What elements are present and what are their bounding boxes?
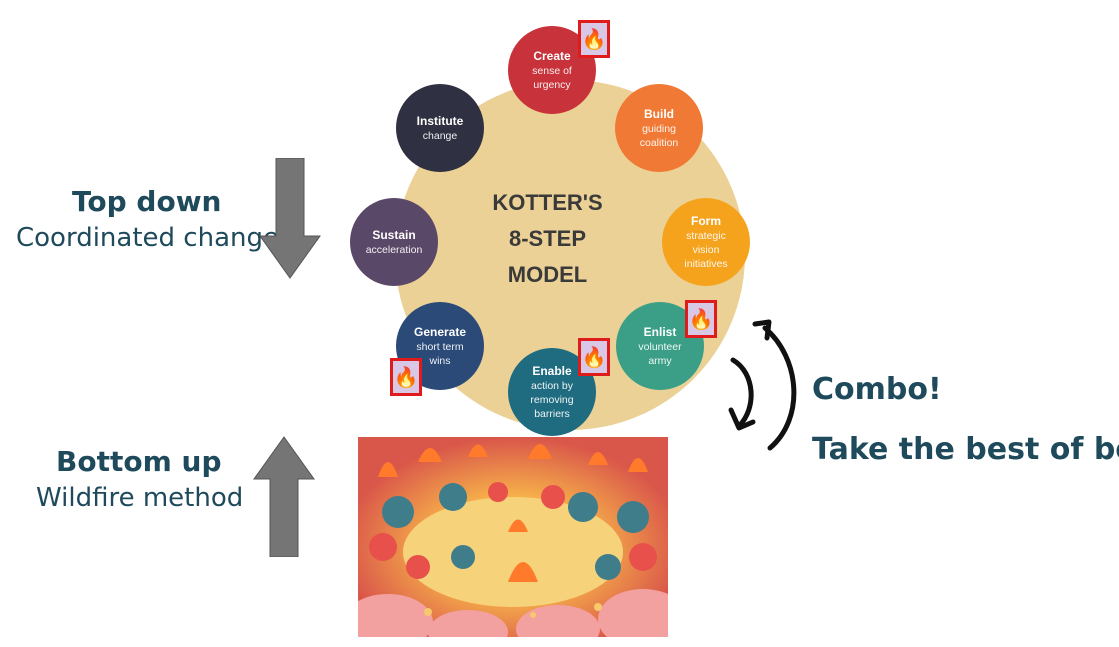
fire-icon: 🔥 xyxy=(578,20,610,58)
step-subtitle: action by removing barriers xyxy=(530,379,574,420)
step-title: Sustain xyxy=(372,227,416,242)
arrow-down-icon xyxy=(259,158,321,279)
step-sustain: Sustain acceleration xyxy=(350,198,438,286)
cycle-arrows-icon xyxy=(728,319,797,451)
model-title-line-1: KOTTER'S xyxy=(492,190,603,215)
step-title: Institute xyxy=(416,113,464,128)
step-subtitle: guiding coalition xyxy=(639,122,679,149)
step-subtitle: change xyxy=(422,129,458,142)
wildfire-illustration xyxy=(358,437,668,637)
best-of-both-label: Take the best of both xyxy=(812,432,1119,467)
step-form: Form strategic vision initiatives xyxy=(662,198,750,286)
step-title: Enable xyxy=(532,363,572,378)
step-title: Create xyxy=(533,48,571,63)
model-title-line-2: 8-STEP xyxy=(508,226,587,251)
step-subtitle: short term wins xyxy=(416,340,464,367)
top-down-subtitle: Coordinated change xyxy=(16,223,279,253)
bottom-up-title: Bottom up xyxy=(56,445,222,478)
fire-icon: 🔥 xyxy=(685,300,717,338)
step-title: Enlist xyxy=(643,324,677,339)
arrow-up-icon xyxy=(253,436,315,557)
step-build: Build guiding coalition xyxy=(615,84,703,172)
step-title: Generate xyxy=(413,324,467,339)
step-institute: Institute change xyxy=(396,84,484,172)
fire-icon: 🔥 xyxy=(578,338,610,376)
step-subtitle: strategic vision initiatives xyxy=(684,229,728,270)
bottom-up-subtitle: Wildfire method xyxy=(36,483,244,513)
model-title-line-3: MODEL xyxy=(507,262,588,287)
combo-label: Combo! xyxy=(812,372,942,407)
fire-icon: 🔥 xyxy=(390,358,422,396)
step-subtitle: sense of urgency xyxy=(532,64,572,91)
step-subtitle: volunteer army xyxy=(638,340,682,367)
step-subtitle: acceleration xyxy=(365,243,423,256)
kotter-model-title: KOTTER'S 8-STEP MODEL xyxy=(440,185,655,293)
step-title: Build xyxy=(644,106,674,121)
top-down-title: Top down xyxy=(72,185,222,218)
step-title: Form xyxy=(691,213,721,228)
